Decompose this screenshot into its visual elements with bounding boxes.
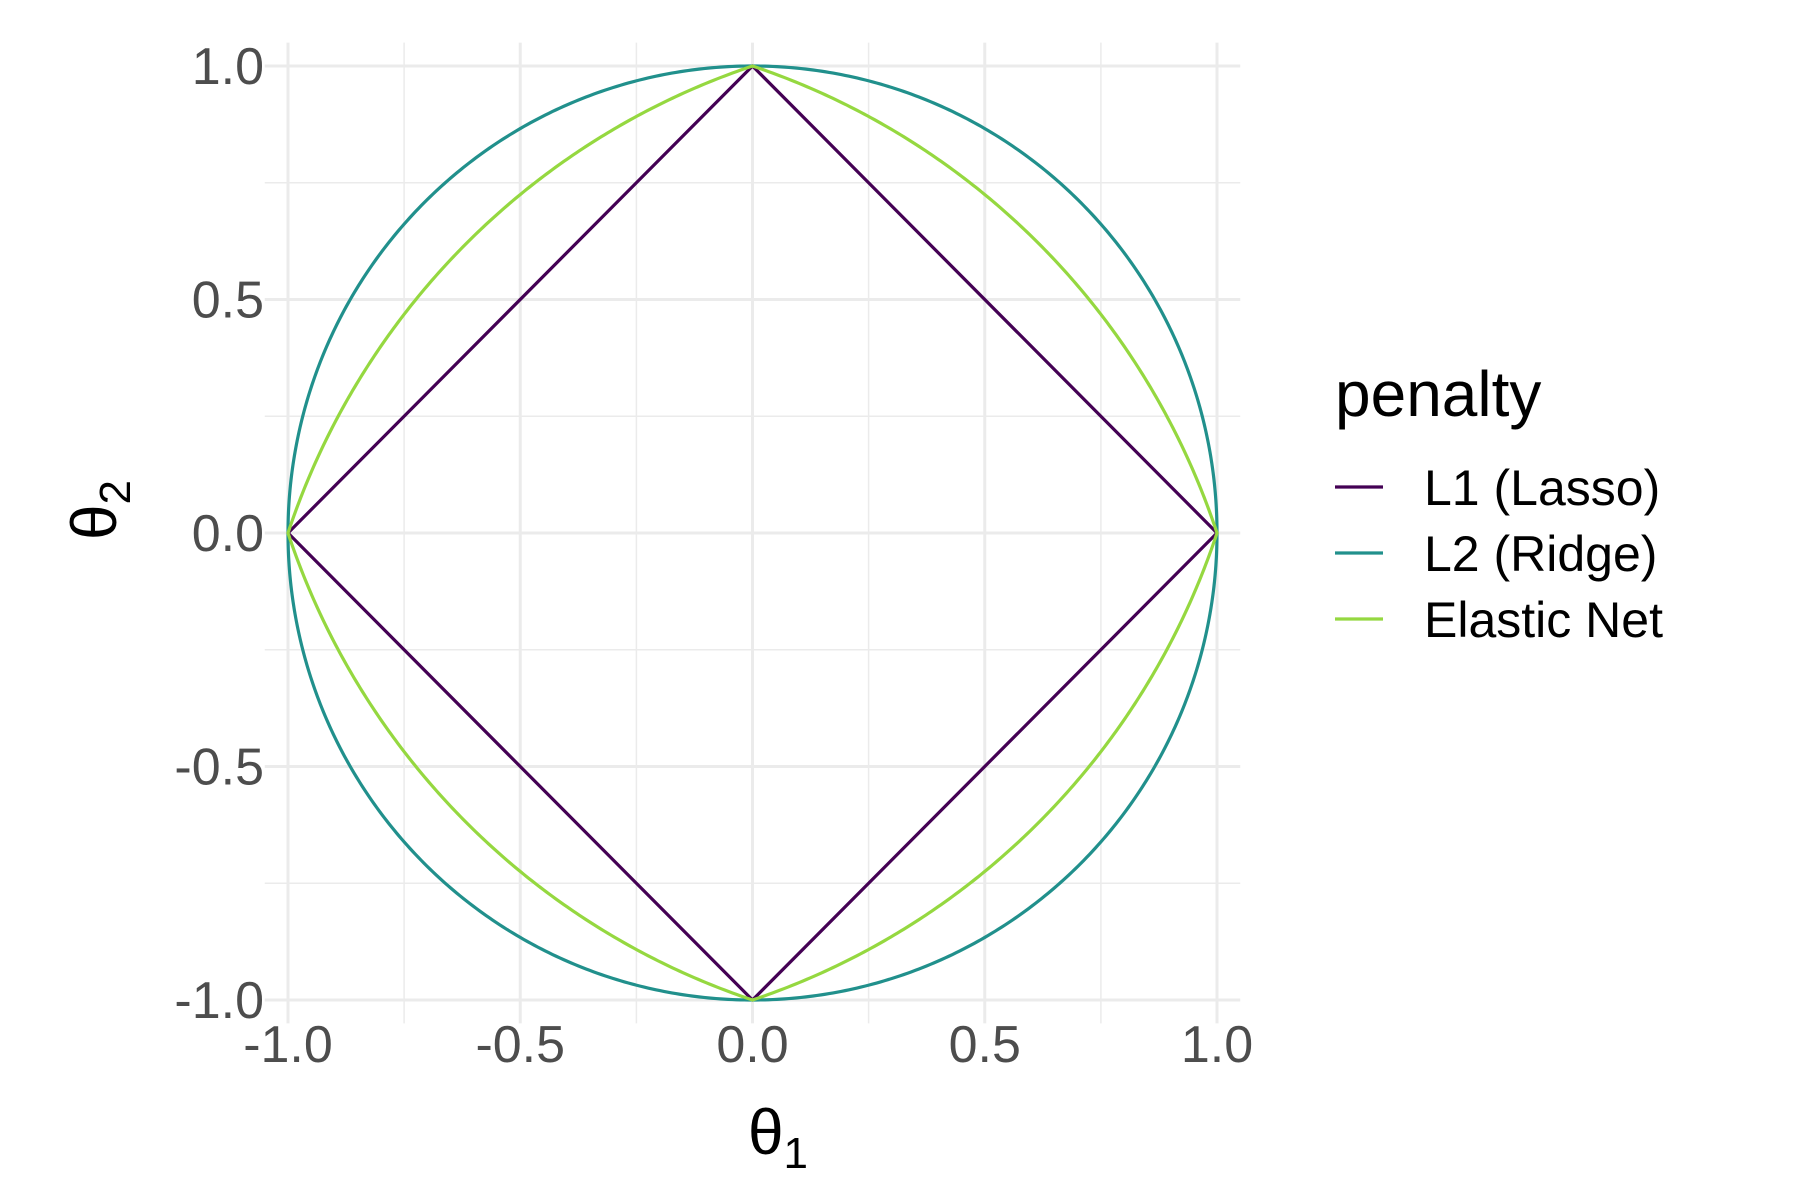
x-axis-title: θ1 [748, 1096, 808, 1178]
x-tick-label: -0.5 [475, 1016, 565, 1074]
major-gridlines [264, 42, 1241, 1024]
x-tick-label: -1.0 [243, 1016, 333, 1074]
legend-label-l2: L2 (Ridge) [1424, 526, 1657, 582]
y-tick-label: 0.5 [192, 272, 264, 330]
legend-title: penalty [1335, 358, 1541, 430]
y-tick-label: -1.0 [174, 972, 264, 1030]
y-axis-title: θ2 [58, 480, 140, 540]
legend-items: L1 (Lasso) L2 (Ridge) Elastic Net [1335, 460, 1663, 648]
y-tick-labels: -1.0 -0.5 0.0 0.5 1.0 [174, 38, 264, 1030]
x-tick-label: 0.0 [716, 1016, 788, 1074]
x-tick-labels: -1.0 -0.5 0.0 0.5 1.0 [243, 1016, 1253, 1074]
legend: penalty L1 (Lasso) L2 (Ridge) Elastic Net [1335, 358, 1663, 648]
y-tick-label: -0.5 [174, 739, 264, 797]
y-tick-label: 0.0 [192, 505, 264, 563]
x-tick-label: 0.5 [949, 1016, 1021, 1074]
legend-label-elastic: Elastic Net [1424, 592, 1663, 648]
x-tick-label: 1.0 [1181, 1016, 1253, 1074]
y-tick-label: 1.0 [192, 38, 264, 96]
legend-label-l1: L1 (Lasso) [1424, 460, 1660, 516]
series-line-elastic [286, 64, 1219, 1002]
series-layer [286, 64, 1219, 1002]
